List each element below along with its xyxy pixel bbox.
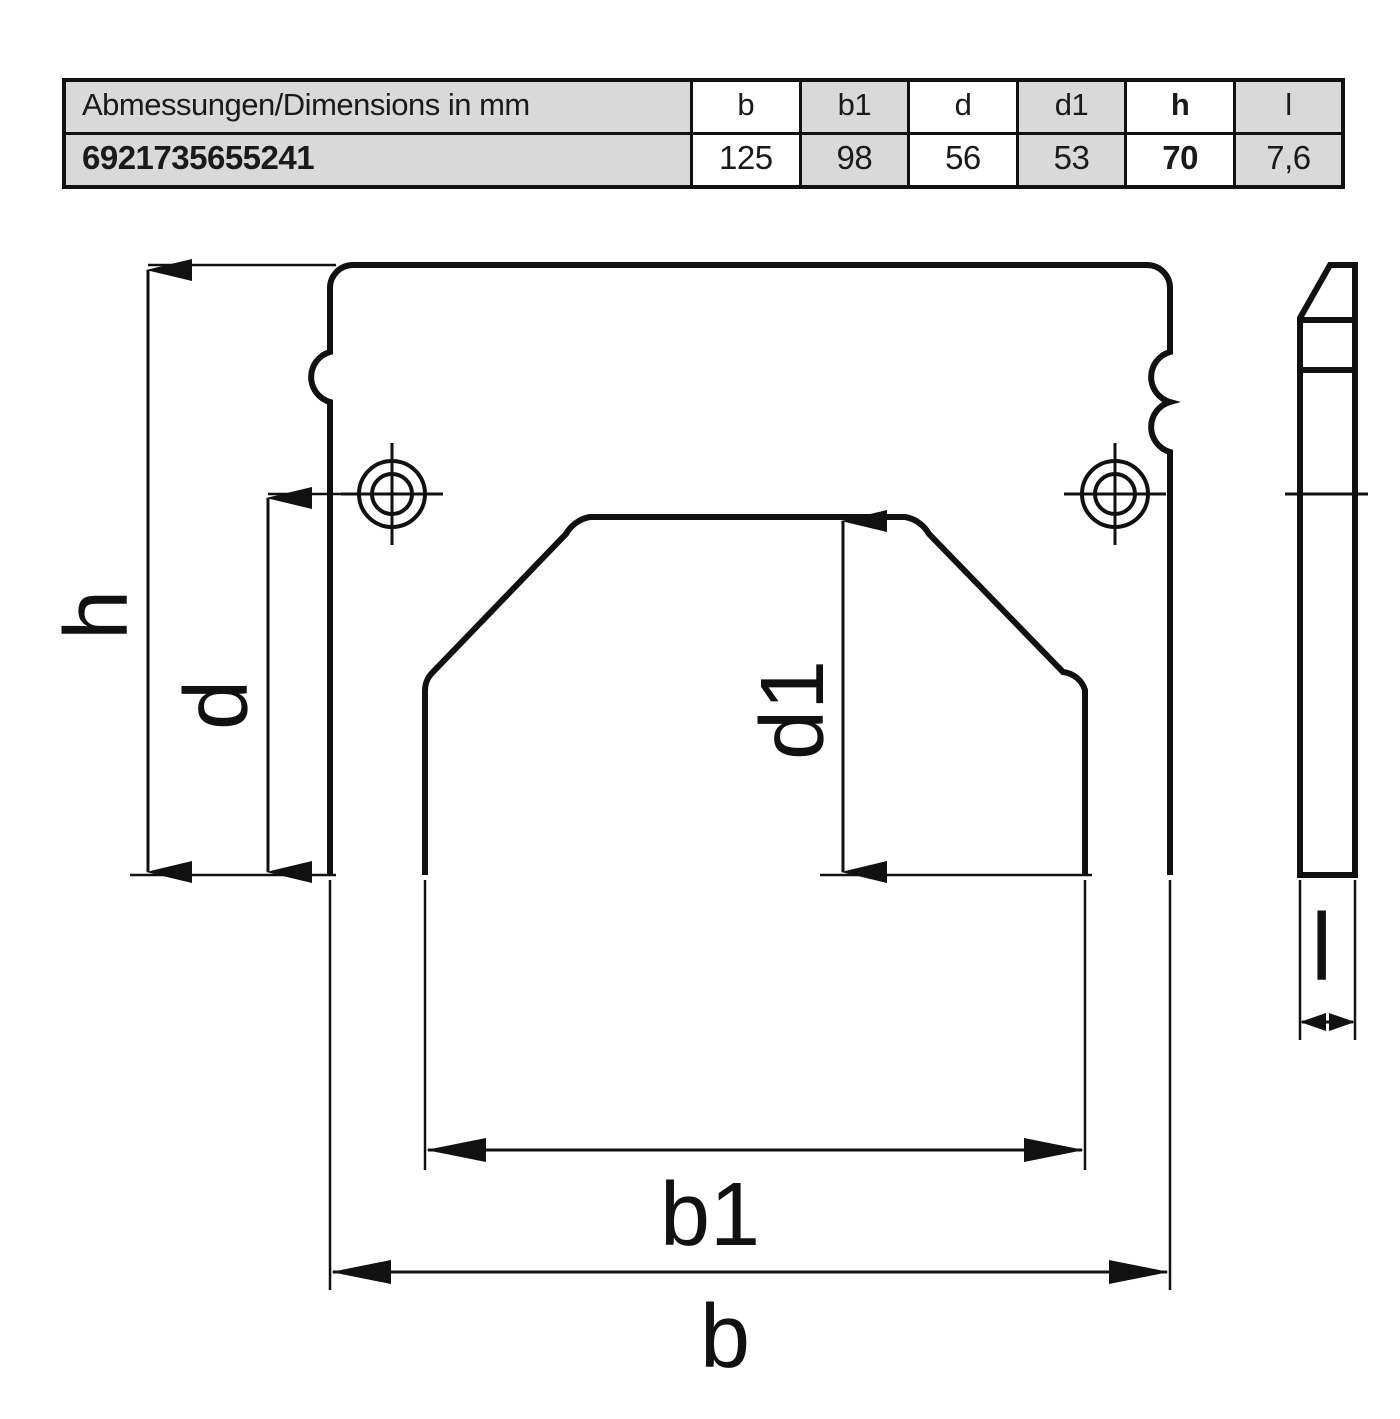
dimensions-table: Abmessungen/Dimensions in mm b b1 d d1 h…: [62, 78, 1345, 189]
table-value-b: 125: [690, 132, 802, 189]
table-value-d: 56: [907, 132, 1019, 189]
table-header-h: h: [1124, 78, 1236, 135]
table-header-d: d: [907, 78, 1019, 135]
table-part-number: 6921735655241: [62, 132, 693, 189]
table-value-d1: 53: [1015, 132, 1128, 189]
mounting-hole-right-crosshair: [1064, 443, 1166, 545]
table-value-b1: 98: [798, 132, 911, 189]
table-header-d1: d1: [1015, 78, 1128, 135]
dimension-label-d1: d1: [743, 659, 843, 760]
center-cutout: [422, 514, 1088, 875]
table-value-h: 70: [1124, 132, 1236, 189]
table-header-name: Abmessungen/Dimensions in mm: [62, 78, 693, 135]
dimension-label-d: d: [167, 679, 267, 730]
table-header-b1: b1: [798, 78, 911, 135]
dimension-label-b1: b1: [660, 1165, 761, 1265]
table-value-row: 6921735655241 125 98 56 53 70 7,6: [62, 132, 1345, 189]
table-header-l: l: [1232, 78, 1345, 135]
front-view-outline: [308, 262, 1181, 875]
table-header-b: b: [690, 78, 802, 135]
dimension-label-h: h: [47, 589, 147, 640]
table-value-l: 7,6: [1232, 132, 1345, 189]
side-view-outline: [1297, 262, 1358, 878]
dimension-label-b: b: [700, 1287, 751, 1387]
table-header-row: Abmessungen/Dimensions in mm b b1 d d1 h…: [62, 78, 1345, 135]
dimension-label-l: l: [1311, 894, 1333, 1001]
